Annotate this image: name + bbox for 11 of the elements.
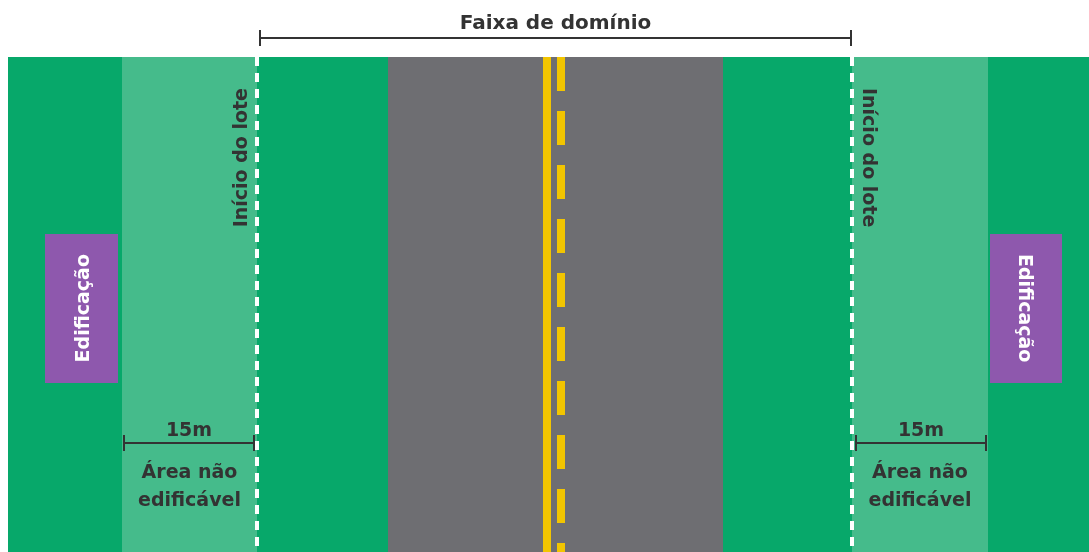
zone-label: Área não edificável	[867, 459, 973, 512]
dimension-label: Faixa de domínio	[458, 10, 653, 34]
dimension-label: 15m	[164, 418, 214, 440]
building-block	[990, 234, 1062, 383]
boundary-label: Início do lote	[229, 88, 251, 228]
building-label: Edificação	[70, 254, 93, 363]
dimension-label: 15m	[896, 418, 946, 440]
building-label: Edificação	[1015, 254, 1037, 363]
building-block	[45, 234, 118, 383]
boundary-label: Início do lote	[859, 88, 881, 228]
zone-label: Área não edificável	[137, 459, 242, 512]
